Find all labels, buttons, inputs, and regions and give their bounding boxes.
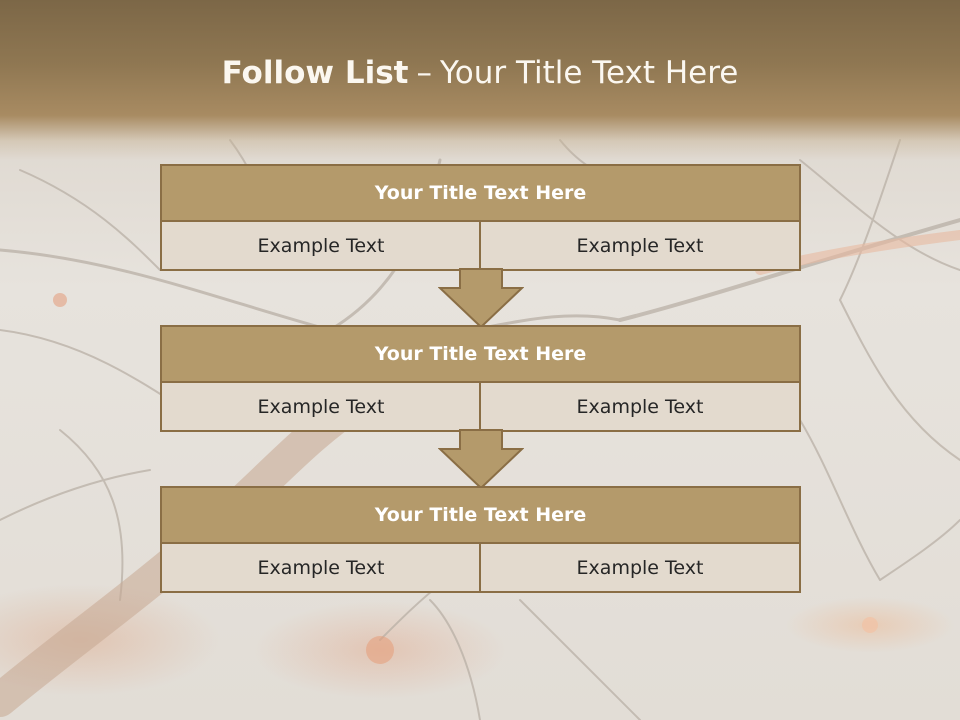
block-cell-left: Example Text: [160, 220, 482, 271]
slide-title-separator: –: [416, 55, 432, 91]
block-title: Your Title Text Here: [160, 164, 801, 222]
down-arrow-icon: [438, 268, 524, 328]
block-cell-right: Example Text: [479, 542, 801, 593]
down-arrow-icon: [438, 429, 524, 489]
slide-title-lead: Follow List: [221, 55, 409, 91]
list-block-3: Your Title Text Here Example Text Exampl…: [160, 486, 801, 593]
list-block-2: Your Title Text Here Example Text Exampl…: [160, 325, 801, 432]
slide-title-text: Your Title Text Here: [439, 55, 739, 91]
block-cell-right: Example Text: [479, 220, 801, 271]
block-cell-right: Example Text: [479, 381, 801, 432]
block-cell-left: Example Text: [160, 542, 482, 593]
block-title: Your Title Text Here: [160, 486, 801, 544]
list-block-1: Your Title Text Here Example Text Exampl…: [160, 164, 801, 271]
title-bar: [0, 0, 960, 160]
block-title: Your Title Text Here: [160, 325, 801, 383]
slide-title: Follow List–Your Title Text Here: [0, 55, 960, 91]
block-cell-left: Example Text: [160, 381, 482, 432]
